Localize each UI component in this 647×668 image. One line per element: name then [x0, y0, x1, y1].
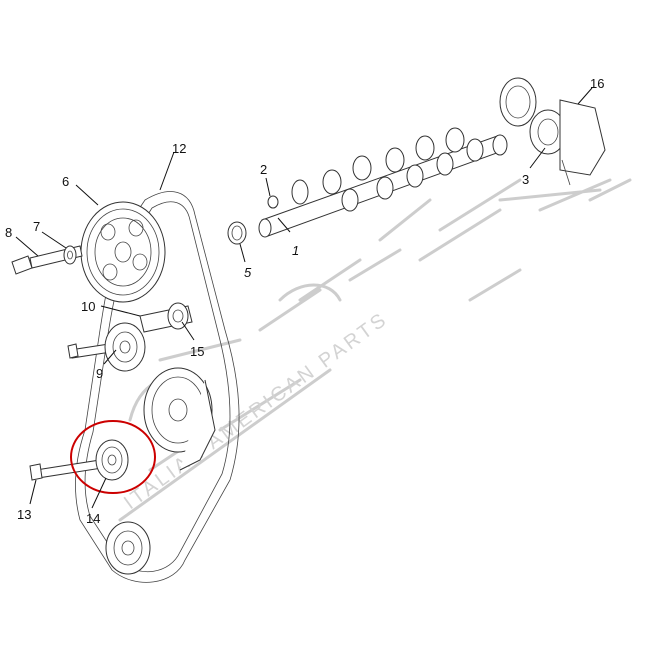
callout-8: 8: [5, 225, 12, 240]
callout-7: 7: [33, 219, 40, 234]
callout-13: 13: [17, 507, 31, 522]
camshaft-pulley: [80, 201, 166, 303]
camshaft: [258, 127, 508, 238]
callout-9: 9: [96, 366, 103, 381]
highlight-circle: [70, 420, 156, 494]
camshaft-oil-seal: [227, 221, 247, 245]
callout-16: 16: [590, 76, 604, 91]
camshaft-plug: [267, 195, 279, 209]
callout-12: 12: [172, 141, 186, 156]
callouts: 1 2 3 5 6 7 8 9 10 12 13 14 15 16: [5, 76, 604, 526]
camshaft-gear: [499, 77, 567, 155]
timing-belt: [75, 191, 240, 583]
callout-1: 1: [292, 243, 299, 258]
callout-5: 5: [244, 265, 252, 280]
callout-15: 15: [190, 344, 204, 359]
leader-lines: [15, 87, 593, 509]
callout-14: 14: [86, 511, 100, 526]
idler-assembly: [139, 302, 193, 333]
crankshaft-gear: [105, 521, 151, 575]
idler-pulley-14: [95, 439, 129, 481]
tensioner-pulley: [104, 322, 146, 372]
pulley-washer: [63, 245, 77, 265]
callout-6: 6: [62, 174, 69, 189]
intermediate-gear: [143, 367, 216, 471]
callout-2: 2: [260, 162, 267, 177]
variator-housing: [559, 99, 606, 186]
callout-3: 3: [522, 172, 529, 187]
callout-10: 10: [81, 299, 95, 314]
idler-bolt: [29, 459, 103, 481]
